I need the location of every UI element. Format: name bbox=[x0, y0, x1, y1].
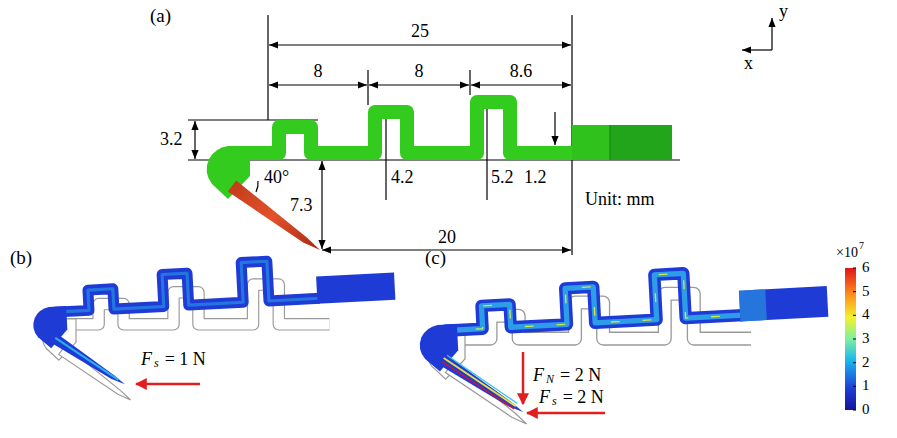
dimension-label: ×10 bbox=[836, 246, 858, 260]
force-label: s bbox=[153, 357, 160, 369]
dimension-label: 20 bbox=[438, 228, 456, 246]
force-label: F bbox=[538, 388, 551, 406]
colorbar-tick: 2 bbox=[862, 355, 870, 370]
force-label: F bbox=[140, 350, 153, 368]
dimension-label: 8 bbox=[415, 62, 424, 80]
dimension-label: 1.2 bbox=[524, 168, 547, 186]
dimension-label: = 2 N bbox=[559, 366, 602, 384]
dimension-label: = 2 N bbox=[562, 388, 605, 406]
dimension-label: (a) bbox=[150, 6, 171, 25]
dimension-label: 4.2 bbox=[391, 168, 414, 186]
colorbar-tick: 0 bbox=[862, 402, 870, 417]
dimension-label: 8.6 bbox=[510, 62, 533, 80]
dimension-label: 7 bbox=[859, 241, 864, 251]
dimension-label: = 1 N bbox=[164, 350, 207, 368]
dimension-label: 7.3 bbox=[290, 196, 313, 214]
dimension-label: 3.2 bbox=[160, 130, 183, 148]
force-label: N bbox=[545, 373, 555, 385]
colorbar-tick: 5 bbox=[862, 284, 870, 299]
force-label: F bbox=[532, 366, 545, 384]
colorbar-tick: 6 bbox=[862, 260, 870, 275]
dimension-label: (b) bbox=[10, 248, 32, 267]
dimension-label: (c) bbox=[425, 248, 446, 267]
dimension-label: y bbox=[779, 2, 788, 20]
dimension-label: x bbox=[744, 54, 753, 72]
dimension-label: 5.2 bbox=[491, 168, 514, 186]
dimension-label: Unit: mm bbox=[585, 190, 655, 208]
colorbar-tick: 1 bbox=[862, 378, 870, 393]
dimension-label: 25 bbox=[411, 22, 429, 40]
colorbar-tick: 4 bbox=[862, 307, 870, 322]
colorbar-tick: 3 bbox=[862, 331, 870, 346]
force-label: s bbox=[551, 395, 558, 407]
dimension-label: 8 bbox=[314, 62, 323, 80]
dimension-label: 40° bbox=[264, 168, 289, 186]
